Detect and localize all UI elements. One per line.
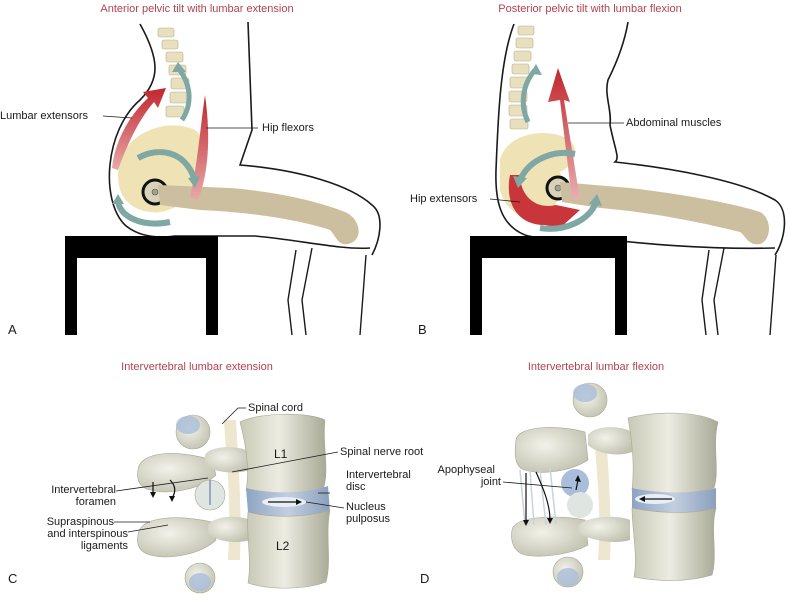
label-spinal-cord: Spinal cord xyxy=(248,402,304,414)
panel-b-figure xyxy=(470,21,786,336)
label-intervertebral-foramen-line2: foramen xyxy=(75,496,116,508)
lumbar-extensors-muscle xyxy=(112,88,166,170)
spine-rotation-arrow xyxy=(176,66,192,122)
panel-d-letter: D xyxy=(420,571,430,586)
panel-c-letter: C xyxy=(8,571,18,586)
label-l2: L2 xyxy=(276,539,290,553)
panel-c-figure xyxy=(114,407,345,594)
leg-outline xyxy=(287,247,367,336)
lumbar-spine xyxy=(157,27,190,118)
spinous-process-lower xyxy=(511,516,589,557)
label-l1: L1 xyxy=(274,447,288,461)
pedicle-upper xyxy=(588,427,632,455)
leg-outline xyxy=(701,247,777,336)
back-outline xyxy=(238,21,381,256)
body-outline xyxy=(108,23,371,250)
hip-extensors-muscle xyxy=(508,175,580,228)
stool xyxy=(470,236,627,335)
pedicle-lower xyxy=(578,516,630,543)
label-intervertebral-disc-line2: disc xyxy=(346,481,366,493)
label-abdominal-muscles: Abdominal muscles xyxy=(626,117,722,129)
label-nucleus-pulposus-line1: Nucleus xyxy=(346,501,386,513)
label-hip-extensors: Hip extensors xyxy=(410,193,478,205)
label-ligaments-line2: and interspinous xyxy=(47,528,128,540)
spinous-process-lower xyxy=(137,517,217,558)
panel-c-title: Intervertebral lumbar extension xyxy=(121,361,273,373)
front-outline xyxy=(606,21,786,256)
label-ligaments-line1: Supraspinous xyxy=(46,516,114,528)
vertebral-body-l2 xyxy=(247,509,331,589)
pedicle-lower xyxy=(208,516,250,543)
panel-b-title: Posterior pelvic tilt with lumbar flexio… xyxy=(498,3,682,15)
panel-d-figure xyxy=(502,382,719,588)
label-intervertebral-disc-line1: Intervertebral xyxy=(346,469,411,481)
femur xyxy=(158,185,359,245)
pelvis-rotation-arrow xyxy=(136,149,197,180)
ligament-fibers xyxy=(519,467,557,526)
label-apophyseal-joint-line1: Apophyseal xyxy=(437,464,496,476)
vertebral-body-upper xyxy=(627,412,719,494)
label-intervertebral-foramen-line1: Intervertebral xyxy=(51,484,116,496)
stool xyxy=(65,236,218,335)
panel-a-letter: A xyxy=(8,322,17,337)
joint-arrow xyxy=(575,479,579,491)
ligament-arrow xyxy=(535,471,551,521)
lower-rotation-arrow xyxy=(539,200,599,232)
label-ligaments-line3: ligaments xyxy=(80,540,128,552)
spinous-process-upper xyxy=(514,427,589,473)
body-outline xyxy=(495,23,776,250)
lumbar-spine xyxy=(508,25,535,130)
panel-d-title: Intervertebral lumbar flexion xyxy=(527,361,665,373)
label-hip-flexors: Hip flexors xyxy=(262,122,314,134)
vertebral-body-lower xyxy=(631,507,717,581)
panel-a-figure xyxy=(65,21,381,336)
apophyseal-joint-facet xyxy=(561,469,589,497)
label-spinal-nerve-root: Spinal nerve root xyxy=(340,446,424,458)
label-apophyseal-joint-line2: joint xyxy=(480,476,501,488)
lower-rotation-arrow xyxy=(115,199,171,227)
panel-a-title: Anterior pelvic tilt with lumbar extensi… xyxy=(100,3,294,15)
spinous-process-upper xyxy=(137,453,217,493)
abdominal-muscles-muscle xyxy=(548,68,580,200)
label-lumbar-extensors: Lumbar extensors xyxy=(0,110,89,122)
femur xyxy=(560,182,769,245)
pedicle-upper xyxy=(205,447,250,473)
pelvis-rotation-arrow xyxy=(517,150,576,182)
label-nucleus-pulposus-line2: pulposus xyxy=(346,513,391,525)
panel-b-letter: B xyxy=(418,322,427,337)
